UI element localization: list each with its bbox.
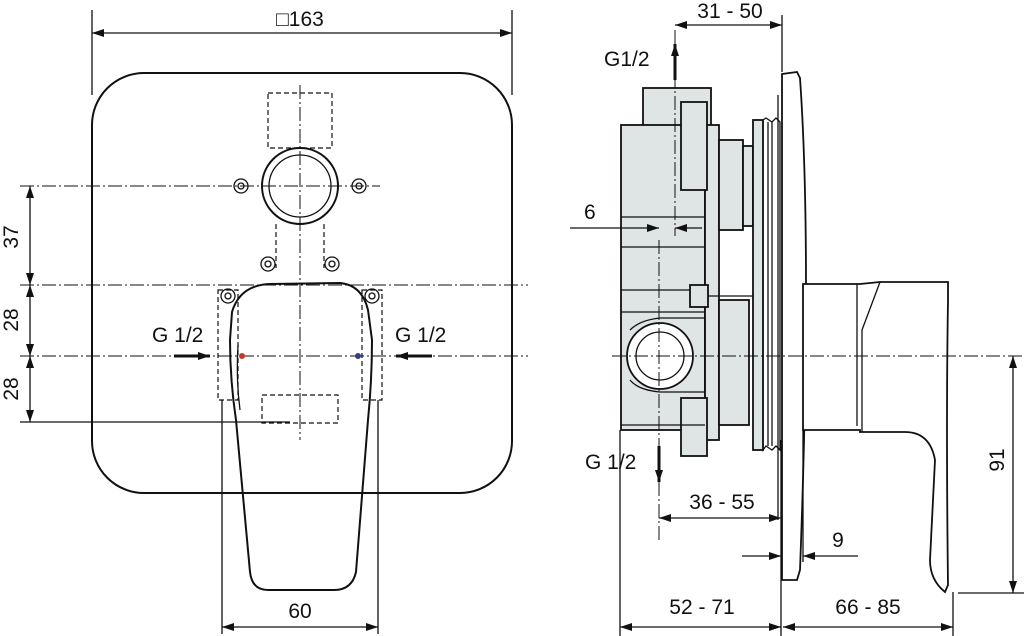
mixer-lever	[228, 281, 374, 591]
outlet-top-label: G1/2	[604, 48, 650, 71]
width-label: □163	[276, 8, 324, 31]
cold-indicator-dot	[355, 353, 361, 359]
dim-60-label: 60	[288, 600, 311, 623]
dim-37-label: 37	[0, 225, 23, 248]
dim-91-label: 91	[986, 448, 1009, 471]
dim-28-upper-label: 28	[0, 308, 23, 331]
dim-66-85-label: 66 - 85	[835, 596, 900, 619]
side-view: 31 - 50 G1/2 6 G 1/2 36 - 55 9 52 - 71 6…	[570, 0, 1024, 636]
dim-36-55-label: 36 - 55	[689, 491, 754, 514]
hot-indicator-dot	[239, 353, 245, 359]
front-view: □163 37 28 28	[0, 8, 528, 634]
inlet-left-label: G 1/2	[152, 324, 203, 347]
dim-52-71-label: 52 - 71	[669, 596, 734, 619]
inlet-right-label: G 1/2	[395, 324, 446, 347]
outlet-bottom-label: G 1/2	[585, 451, 636, 474]
dim-31-50-label: 31 - 50	[697, 0, 762, 23]
dim-6-label: 6	[584, 201, 596, 224]
dim-28-lower-label: 28	[0, 377, 23, 400]
dim-9-label: 9	[832, 529, 844, 552]
outlet-circle	[261, 147, 339, 225]
lever-side	[802, 281, 949, 594]
cover-plate	[91, 72, 513, 494]
